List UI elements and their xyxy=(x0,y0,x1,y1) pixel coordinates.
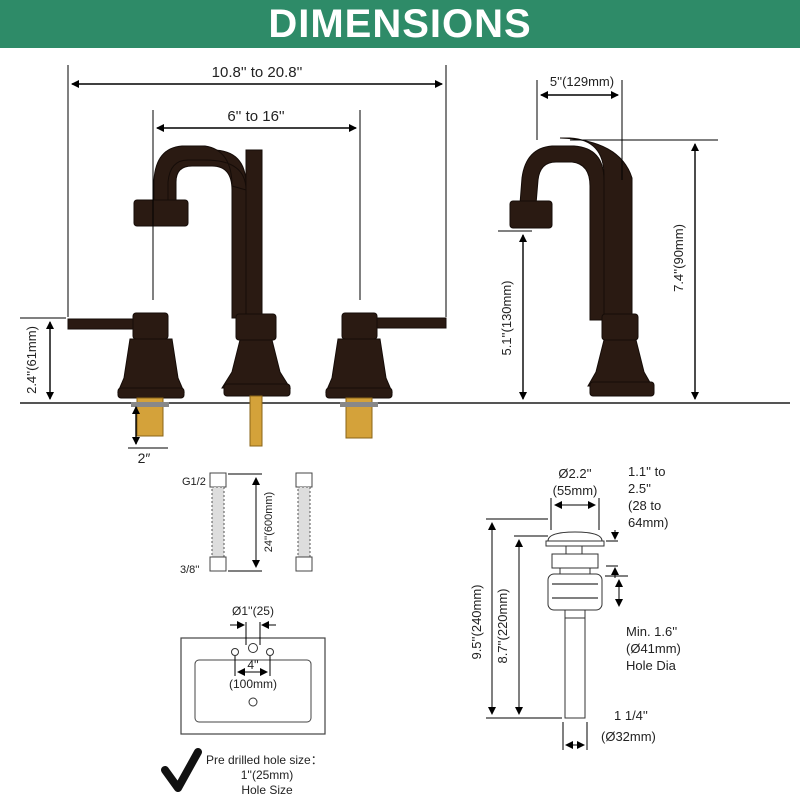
drain-tail-diameter-label-2: (Ø32mm) xyxy=(601,729,656,744)
drain-cap-diameter-label-2: (55mm) xyxy=(553,483,598,498)
note-line-2: 1''(25mm) xyxy=(241,768,294,782)
sink-spacing-label: 4'' xyxy=(247,658,258,672)
overall-spread-label: 10.8'' to 20.8'' xyxy=(212,64,303,81)
spout-height-label: 5.1''(130mm) xyxy=(499,280,514,355)
sink-diagram: Ø1''(25) 4'' (100mm) xyxy=(180,604,326,735)
note-line-3: Hole Size xyxy=(241,783,293,797)
drain-body-length-label: 8.7''(220mm) xyxy=(495,588,510,663)
note-line-1: Pre drilled hole size： xyxy=(206,753,323,767)
right-handle xyxy=(325,312,447,439)
reach-dimension: 5''(129mm) xyxy=(536,74,623,180)
drain-diagram: Ø2.2'' (55mm) 1.1'' to 2.5'' (28 to 64mm… xyxy=(469,464,681,750)
drain-total-length-label: 9.5''(240mm) xyxy=(469,584,484,659)
hoses-diagram: G1/2 3/8'' 24''(600mm) xyxy=(180,472,313,576)
shank-label: 2″ xyxy=(138,450,151,466)
left-handle xyxy=(67,312,185,437)
drain-min-hole-label-2: (Ø41mm) xyxy=(626,641,681,656)
overall-spread-dimension: 10.8'' to 20.8'' xyxy=(67,64,447,317)
drain-thickness-label-2: 2.5'' xyxy=(628,481,651,496)
sink-spacing-mm-label: (100mm) xyxy=(229,677,277,691)
center-spread-dimension: 6'' to 16'' xyxy=(152,108,361,300)
hose-length-label: 24''(600mm) xyxy=(263,492,275,552)
shank-dimension: 2″ xyxy=(128,406,168,466)
drain-thickness-label-1: 1.1'' to xyxy=(628,464,666,479)
front-spout xyxy=(133,145,291,447)
hose-top-thread-label: G1/2 xyxy=(182,476,206,488)
handle-height-label: 2.4''(61mm) xyxy=(24,326,39,394)
spout-height-dimension: 5.1''(130mm) xyxy=(498,230,532,400)
hole-size-note: Pre drilled hole size： 1''(25mm) Hole Si… xyxy=(161,748,323,797)
page-title: DIMENSIONS xyxy=(268,2,532,46)
drain-min-hole-label-1: Min. 1.6'' xyxy=(626,624,677,639)
drain-thickness-label-4: 64mm) xyxy=(628,515,668,530)
drain-thickness-label-3: (28 to xyxy=(628,498,661,513)
drain-min-hole-label-3: Hole Dia xyxy=(626,658,677,673)
checkmark-icon xyxy=(161,748,202,792)
total-height-dimension: 7.4''(90mm) xyxy=(570,139,718,400)
center-spread-label: 6'' to 16'' xyxy=(227,108,284,125)
handle-height-dimension: 2.4''(61mm) xyxy=(20,317,66,400)
sink-hole-diameter-label: Ø1''(25) xyxy=(232,604,274,618)
total-height-label: 7.4''(90mm) xyxy=(671,224,686,292)
hose-bottom-thread-label: 3/8'' xyxy=(180,564,200,576)
drain-tail-diameter-label-1: 1 1/4'' xyxy=(614,708,648,723)
side-faucet xyxy=(509,137,655,397)
front-faucet-set xyxy=(67,145,447,447)
drain-cap-diameter-label-1: Ø2.2'' xyxy=(558,466,591,481)
header-banner: DIMENSIONS xyxy=(0,0,800,48)
reach-label: 5''(129mm) xyxy=(550,74,614,89)
